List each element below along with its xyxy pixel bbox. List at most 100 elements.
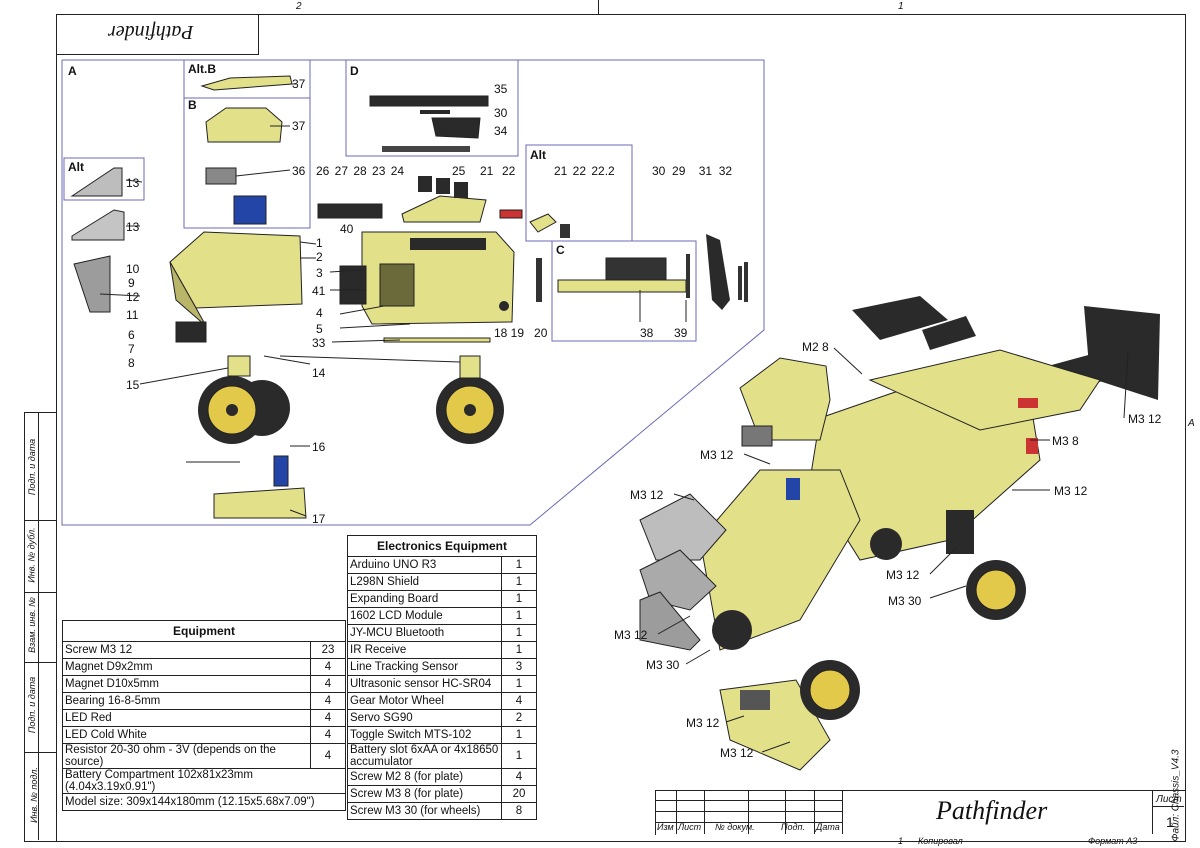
- equipment-row-label: Resistor 20-30 ohm - 3V (depends on the …: [62, 743, 311, 769]
- part-number-37-alt: 37: [292, 77, 306, 91]
- part-40: [410, 238, 486, 250]
- part-number-22: 22: [502, 164, 516, 178]
- bottom-sheet-number: 1: [898, 836, 904, 846]
- part-41: [339, 265, 367, 305]
- part-number-7: 7: [128, 342, 135, 356]
- electronics-row-qty: 1: [501, 556, 537, 574]
- callout-m3-12-bottom-2: M3 12: [720, 746, 754, 760]
- part-35: [369, 95, 489, 107]
- servo-b: [233, 195, 267, 225]
- electronics-row: Battery slot 6xAA or 4x18650 accumulator…: [347, 743, 537, 769]
- equipment-row-label: Battery Compartment 102x81x23mm (4.04x3.…: [62, 768, 346, 794]
- part-38-board: [605, 257, 667, 281]
- part-21-alt: [529, 213, 557, 233]
- electronics-row-qty: 1: [501, 624, 537, 642]
- callout-m2-8: M2 8: [802, 340, 829, 354]
- part-number-40: 40: [340, 222, 354, 236]
- part-number-41: 41: [312, 284, 326, 298]
- view-box-alt-left: [63, 157, 145, 201]
- title-block-grid: [655, 790, 1184, 834]
- part-17: [213, 487, 307, 519]
- part-switch: [499, 301, 509, 311]
- electronics-row-label: Arduino UNO R3: [347, 556, 502, 574]
- equipment-table-title: Equipment: [62, 620, 346, 642]
- sheet-number: 1: [1166, 814, 1174, 830]
- callout-m3-30-left: M3 30: [646, 658, 680, 672]
- part-number-9: 9: [128, 276, 135, 290]
- part-number-17: 17: [312, 512, 326, 526]
- electronics-row-qty: 1: [501, 607, 537, 625]
- title-block-col-date: Дата: [816, 822, 840, 832]
- part-number-33: 33: [312, 336, 326, 350]
- callout-m3-30-mid: M3 30: [888, 594, 922, 608]
- part-number-5: 5: [316, 322, 323, 336]
- view-label-a: A: [68, 64, 77, 78]
- part-8: [175, 321, 207, 343]
- zone-label-a: A: [1188, 418, 1195, 429]
- part-number-25: 25: [452, 164, 466, 178]
- part-20: [536, 258, 542, 302]
- electronics-row-qty: 2: [501, 709, 537, 727]
- equipment-row-label: Bearing 16-8-5mm: [62, 692, 311, 710]
- callout-m3-12-mid: M3 12: [886, 568, 920, 582]
- view-box-d: [345, 59, 519, 157]
- part-37: [205, 107, 283, 143]
- callout-m3-12-front: M3 12: [630, 488, 664, 502]
- electronics-row: Screw M2 8 (for plate)4: [347, 768, 537, 786]
- equipment-row-qty: 4: [310, 726, 346, 744]
- equipment-row-label: LED Red: [62, 709, 311, 727]
- equipment-row-label: LED Cold White: [62, 726, 311, 744]
- part-number-row-alt: 21 22 22.2: [554, 164, 615, 178]
- zone-label-2: 2: [296, 1, 302, 12]
- part-number-34: 34: [494, 124, 508, 138]
- equipment-row-qty: 4: [310, 709, 346, 727]
- assembled-robot: [639, 296, 1160, 771]
- electronics-row-qty: 1: [501, 590, 537, 608]
- part-25a: [418, 176, 432, 192]
- part-34: [431, 117, 481, 139]
- title-block-col-izm: Изм: [657, 822, 674, 832]
- part-22-alt: [560, 224, 570, 238]
- part-number-18-20: 18 19 20: [494, 326, 548, 340]
- part-37-alt: [200, 75, 293, 91]
- side-stamp-divider: [38, 412, 39, 840]
- electronics-row-label: IR Receive: [347, 641, 502, 659]
- view-label-alt-right: Alt: [530, 148, 546, 162]
- part-plate-d: [382, 146, 470, 152]
- equipment-row-qty: 4: [310, 675, 346, 693]
- electronics-row-label: L298N Shield: [347, 573, 502, 591]
- part-number-row-26-24: 26 27 28 23 24: [316, 164, 405, 178]
- part-number-3: 3: [316, 266, 323, 280]
- electronics-row-label: Ultrasonic sensor HC-SR04: [347, 675, 502, 693]
- electronics-row-qty: 1: [501, 743, 537, 769]
- electronics-row: Screw M3 8 (for plate)20: [347, 785, 537, 803]
- part-25b: [436, 178, 450, 194]
- part-number-35: 35: [494, 82, 508, 96]
- part-number-38: 38: [640, 326, 654, 340]
- electronics-row-qty: 20: [501, 785, 537, 803]
- part-number-30-d: 30: [494, 106, 508, 120]
- part-number-4: 4: [316, 306, 323, 320]
- electronics-row: Screw M3 30 (for wheels)8: [347, 802, 537, 820]
- part-13-alt: [70, 167, 123, 197]
- view-label-c: C: [556, 243, 565, 257]
- part-number-15: 15: [126, 378, 140, 392]
- part-38: [557, 279, 687, 293]
- title-block: [655, 790, 1186, 835]
- electronics-row-qty: 4: [501, 692, 537, 710]
- part-3: [379, 263, 415, 307]
- callout-m3-12-bottom: M3 12: [686, 716, 720, 730]
- part-16-servo: [273, 455, 289, 487]
- electronics-row-label: JY-MCU Bluetooth: [347, 624, 502, 642]
- equipment-row-label: Magnet D10x5mm: [62, 675, 311, 693]
